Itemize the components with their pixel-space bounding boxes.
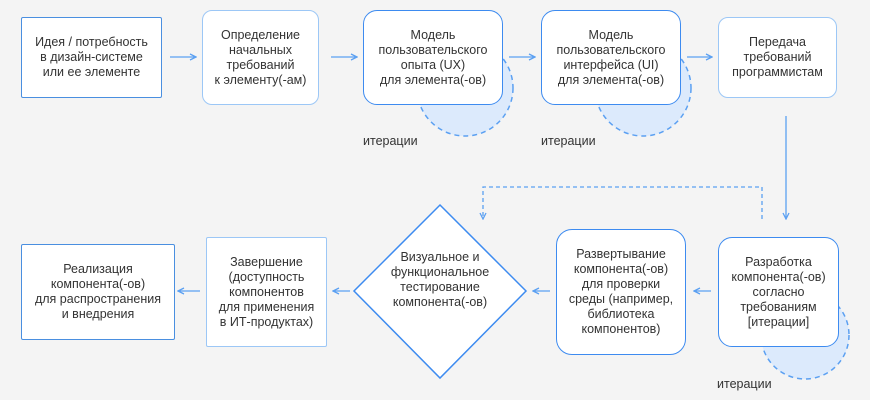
loop-label-dev: итерации (717, 377, 772, 391)
step-handoff: Передача требований программистам (718, 17, 837, 98)
step-ux-model: Модель пользовательского опыта (UX) для … (363, 10, 503, 105)
loop-label-ux: итерации (363, 134, 418, 148)
loop-label-ui: итерации (541, 134, 596, 148)
decision-diamond (352, 203, 528, 380)
step-completion: Завершение (доступность компонентов для … (206, 237, 327, 347)
feedback-arrow (483, 186, 763, 219)
step-ui-model: Модель пользовательского интерфейса (UI)… (541, 10, 681, 105)
step-requirements: Определение начальных требований к элеме… (202, 10, 319, 105)
step-deployment: Развертывание компонента(-ов) для провер… (556, 229, 686, 355)
step-release: Реализация компонента(-ов) для распростр… (21, 244, 175, 340)
step-development: Разработка компонента(-ов) согласно треб… (718, 237, 839, 347)
step-idea: Идея / потребность в дизайн-системе или … (21, 17, 162, 98)
step-testing: Визуальное и функциональное тестирование… (390, 250, 490, 309)
